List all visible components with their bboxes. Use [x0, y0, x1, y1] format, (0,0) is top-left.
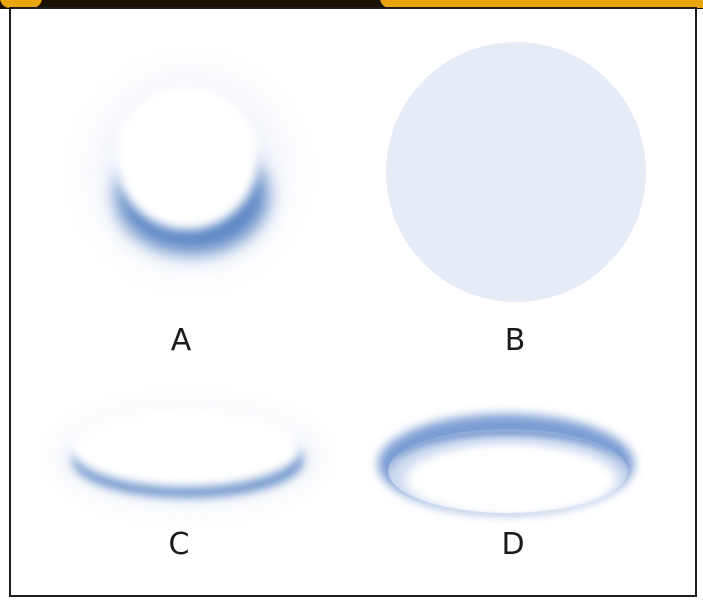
- label-d: D: [483, 530, 543, 560]
- panel-b-disc: [386, 42, 646, 302]
- panel-a-sphere: [98, 80, 282, 264]
- panel-c-highlight: [70, 408, 302, 488]
- panel-b-fill: [386, 42, 646, 302]
- panel-d-dish: [378, 414, 634, 514]
- label-c: C: [149, 530, 209, 560]
- label-b: B: [485, 326, 545, 356]
- panel-c-ellipse: [58, 408, 318, 505]
- label-a: A: [151, 326, 211, 356]
- panel-d-inner-highlight: [408, 448, 616, 512]
- panel-a-highlight: [115, 86, 259, 230]
